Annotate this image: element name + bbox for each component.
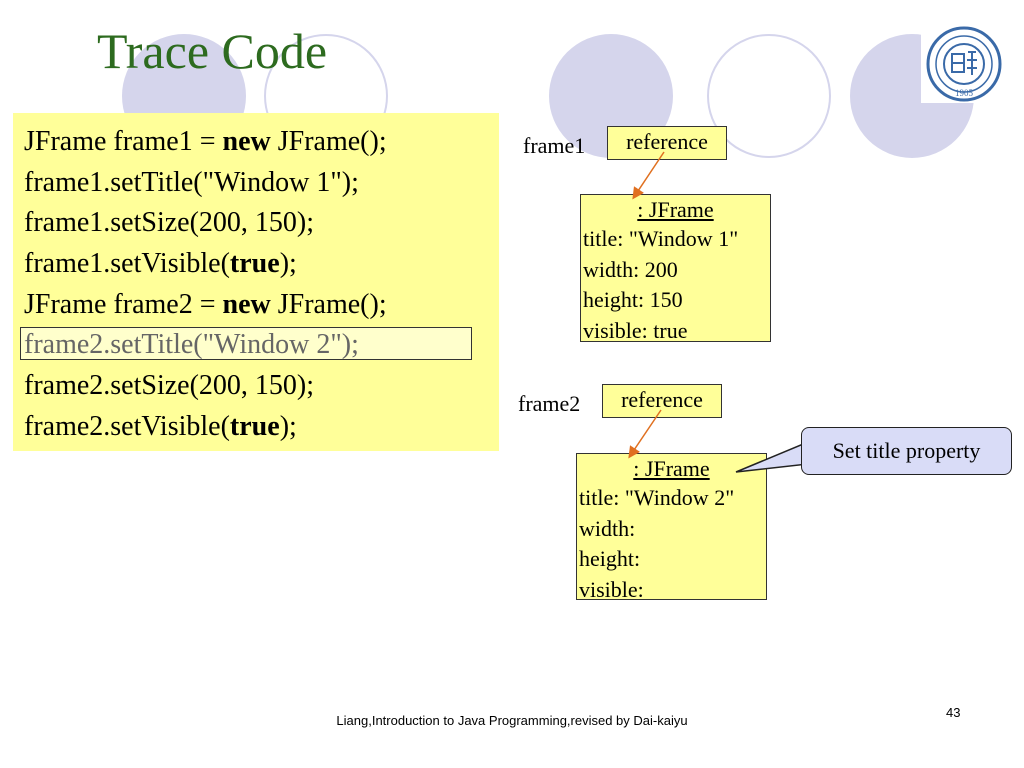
slide-title: Trace Code [97, 23, 328, 79]
code-line: frame2.setSize(200, 150); [24, 370, 315, 402]
object-field: title: "Window 1" [583, 226, 739, 251]
code-line: frame1.setVisible(true); [24, 248, 297, 280]
current-line-highlight [20, 327, 472, 361]
frame2-reference-box: reference [602, 384, 722, 418]
logo-year: 1905 [955, 88, 974, 98]
code-keyword: new [222, 126, 271, 157]
object-field: height: 150 [583, 287, 683, 312]
code-line: frame2.setVisible(true); [24, 410, 297, 442]
object-field: width: [579, 515, 636, 541]
object-field: width: 200 [583, 256, 678, 282]
code-line-current: frame2.setTitle("Window 2"); [20, 325, 499, 366]
frame2-var-label: frame2 [518, 391, 581, 416]
callout-pointer [735, 440, 809, 473]
object-field: title: "Window 2" [579, 485, 735, 510]
frame1-reference-box: reference [607, 126, 727, 160]
code-keyword: true [229, 410, 280, 442]
code-panel: JFrame frame1 = new JFrame(); frame1.setT… [13, 113, 499, 451]
decor-ring [707, 34, 831, 158]
object-field: visible: true [583, 317, 688, 343]
code-line: JFrame frame2 = new JFrame(); [24, 288, 387, 320]
callout-set-title: Set title property [801, 427, 1012, 475]
code-keyword: true [229, 248, 280, 280]
code-keyword: new [222, 288, 271, 320]
frame1-reference-arrow [632, 151, 665, 200]
object-header: : JFrame [637, 197, 714, 222]
frame2-reference-arrow [628, 409, 662, 459]
callout-pointer-mask [802, 442, 811, 464]
frame2-object-box: : JFrame title: "Window 2" width: height… [576, 453, 767, 602]
frame1-object-box: : JFrame title: "Window 1" width: 200 he… [580, 194, 771, 343]
slide-footer: Liang,Introduction to Java Programming,r… [336, 713, 688, 728]
page-number: 43 [946, 705, 961, 720]
code-line: frame1.setSize(200, 150); [24, 207, 315, 239]
frame1-var-label: frame1 [523, 133, 586, 158]
university-seal-icon: 1905 [926, 26, 1002, 102]
code-line: frame1.setTitle("Window 1"); [24, 166, 359, 198]
object-field: visible: [579, 576, 644, 602]
code-line: JFrame frame1 = new JFrame(); [24, 126, 387, 157]
university-logo: 1905 [921, 25, 1007, 103]
object-header: : JFrame [633, 456, 710, 481]
object-field: height: [579, 546, 641, 571]
